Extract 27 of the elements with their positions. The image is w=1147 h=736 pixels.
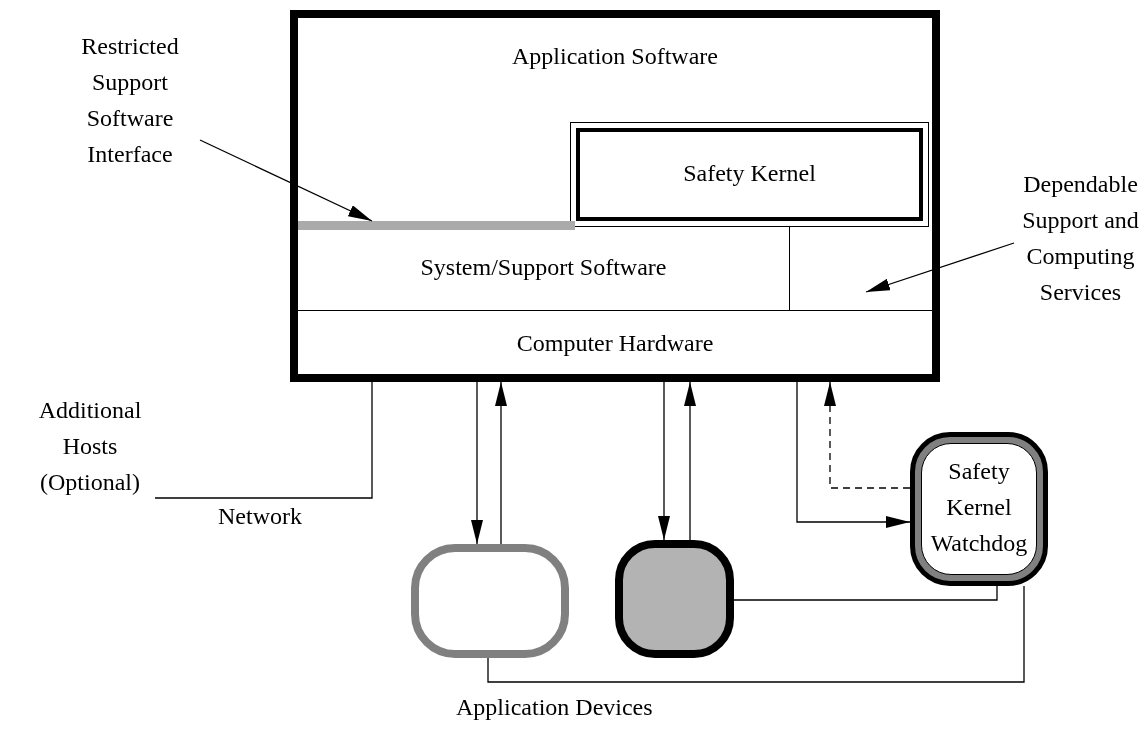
- callout-label: Dependable Support and Computing Services: [1021, 170, 1140, 307]
- arrow: [796, 381, 911, 528]
- arrow: [495, 381, 507, 545]
- node-label: Safety Kernel: [682, 159, 817, 188]
- device-shape: [411, 544, 569, 658]
- arrow: [199, 139, 373, 222]
- connector-line: [733, 585, 998, 601]
- safety-kernel-box: [570, 122, 929, 227]
- node-label: Application Software: [511, 42, 719, 71]
- network-label: Network: [218, 503, 302, 530]
- arrow: [865, 242, 1015, 293]
- arrow: [824, 381, 911, 489]
- callout-label: Additional Hosts (Optional): [37, 396, 143, 497]
- node-label: Safety Kernel Watchdog: [929, 457, 1029, 558]
- caption-label: Application Devices: [456, 694, 653, 721]
- arrow: [684, 381, 696, 541]
- arrow: [471, 381, 483, 545]
- computer-system-box: [290, 10, 940, 382]
- arrow: [658, 381, 670, 541]
- connector-line: [154, 381, 373, 499]
- interface-bar: [298, 221, 575, 230]
- watchdog-box: [910, 432, 1048, 586]
- connector-line: [487, 585, 1025, 683]
- callout-label: Restricted Support Software Interface: [80, 32, 180, 169]
- node-label: System/Support Software: [419, 253, 668, 282]
- device-shape: [615, 540, 734, 658]
- node-label: Computer Hardware: [515, 329, 715, 358]
